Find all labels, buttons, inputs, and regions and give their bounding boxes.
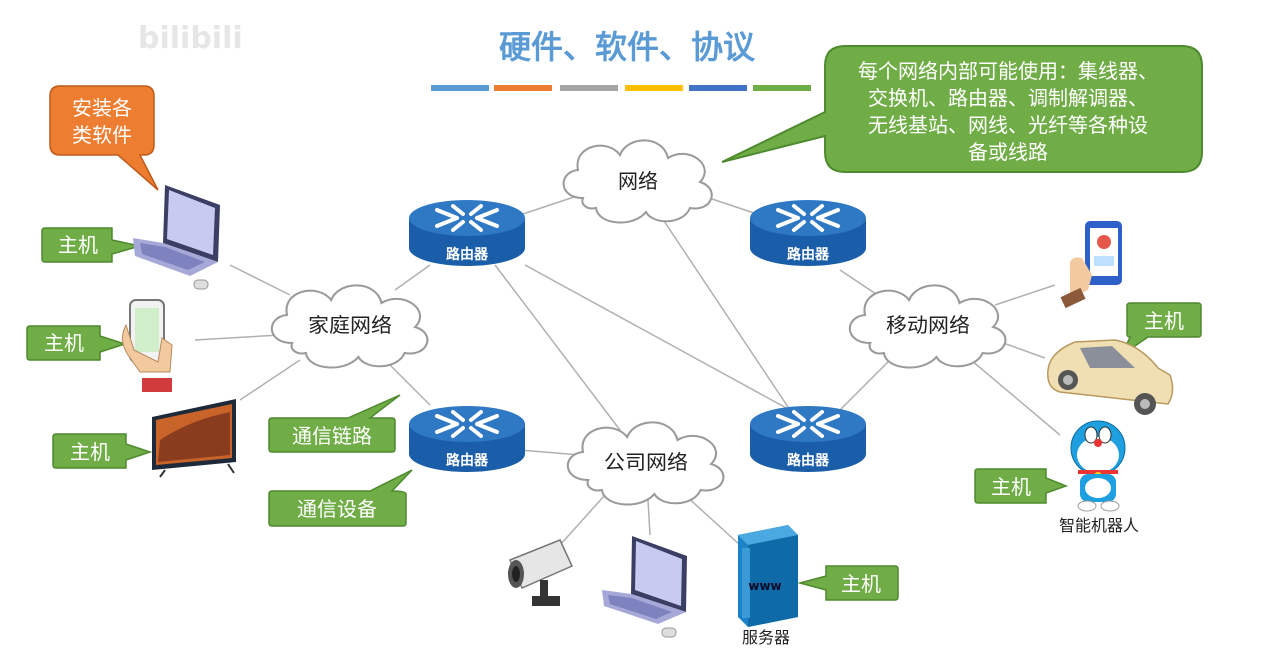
callout-host-phone: 主机	[26, 325, 128, 361]
security-camera-icon	[508, 539, 574, 606]
laptop-icon	[133, 185, 220, 290]
router-bottom-right: 路由器	[748, 404, 868, 474]
page-title: 硬件、软件、协议	[499, 28, 756, 66]
callout-host-label: 主机	[70, 440, 110, 464]
router-top-left: 路由器	[407, 198, 527, 268]
callout-host-tv: 主机	[52, 433, 153, 469]
robot-icon	[1070, 420, 1126, 512]
callout-network-devices-line-3: 无线基站、网线、光纤等各种设	[868, 113, 1148, 137]
callout-host-label: 主机	[44, 331, 84, 355]
callout-host-car: 主机	[1120, 302, 1202, 358]
callout-host-robot: 主机	[974, 468, 1069, 504]
links	[194, 194, 1061, 546]
server-label: 服务器	[742, 628, 790, 647]
callout-install-software: 安装各 类软件	[49, 85, 159, 191]
router-bottom-left: 路由器	[407, 404, 527, 474]
cloud-network: 网络	[562, 139, 713, 224]
title-bar-1	[431, 85, 489, 91]
callout-comm-device-label: 通信设备	[297, 497, 377, 521]
cloud-home: 家庭网络	[270, 284, 429, 369]
router-label: 路由器	[787, 246, 830, 263]
title-bar-3	[560, 85, 618, 91]
cloud-mobile-label: 移动网络	[886, 313, 970, 336]
callout-comm-device: 通信设备	[268, 469, 413, 527]
mobile-phone-icon	[1060, 221, 1122, 309]
server-www-label: www	[748, 579, 781, 593]
cloud-company: 公司网络	[566, 421, 725, 506]
tv-icon	[152, 399, 236, 478]
watermark: bilibili	[138, 21, 243, 56]
callout-host-label: 主机	[1144, 309, 1184, 333]
robot-label: 智能机器人	[1059, 516, 1139, 535]
router-label: 路由器	[787, 452, 830, 469]
callout-network-devices-line-1: 每个网络内部可能使用：集线器、	[858, 59, 1158, 83]
title-bar-5	[689, 85, 747, 91]
router-label: 路由器	[446, 452, 489, 469]
callout-host-laptop: 主机	[41, 227, 141, 263]
router-label: 路由器	[446, 246, 489, 263]
callout-host-server: 主机	[797, 565, 899, 601]
router-top-right: 路由器	[748, 198, 868, 268]
title-bar-2	[494, 85, 552, 91]
title-bar-6	[753, 85, 811, 91]
callout-network-devices: 每个网络内部可能使用：集线器、 交换机、路由器、调制解调器、 无线基站、网线、光…	[721, 45, 1203, 173]
callout-host-label: 主机	[841, 572, 881, 596]
callout-host-label: 主机	[991, 475, 1031, 499]
callout-network-devices-line-2: 交换机、路由器、调制解调器、	[868, 86, 1148, 110]
callout-install-software-line-2: 类软件	[72, 123, 132, 147]
server-icon: www	[738, 525, 798, 627]
car-icon	[1047, 339, 1174, 415]
title-color-bars	[431, 85, 811, 91]
cloud-company-label: 公司网络	[604, 450, 688, 473]
cloud-mobile: 移动网络	[848, 284, 1007, 369]
callout-comm-link-label: 通信链路	[292, 424, 372, 448]
cloud-network-label: 网络	[618, 169, 658, 193]
smartphone-icon	[122, 299, 173, 392]
callout-network-devices-line-4: 备或线路	[968, 140, 1048, 164]
title-bar-4	[625, 85, 683, 91]
callout-install-software-line-1: 安装各	[72, 96, 132, 120]
callout-comm-link: 通信链路	[268, 394, 401, 453]
laptop-icon	[602, 536, 687, 638]
cloud-home-label: 家庭网络	[308, 313, 392, 336]
callout-host-label: 主机	[58, 233, 98, 257]
